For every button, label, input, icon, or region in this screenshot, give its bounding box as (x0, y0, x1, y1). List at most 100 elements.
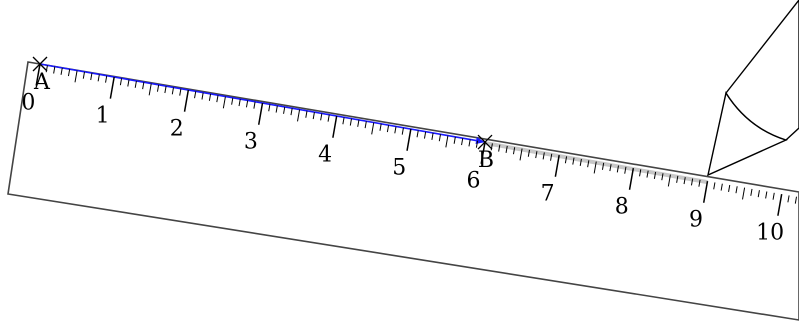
minor-tick (148, 83, 152, 96)
minor-tick (386, 125, 390, 133)
scale-label: 0 (21, 90, 35, 115)
pencil-icon (707, 0, 799, 177)
minor-tick (572, 157, 575, 165)
minor-tick (498, 144, 501, 152)
minor-tick (305, 110, 308, 118)
minor-tick (794, 196, 798, 204)
minor-tick (519, 148, 523, 161)
segment-arrowhead (475, 137, 486, 144)
minor-tick (542, 152, 545, 160)
scale-label: 2 (170, 116, 184, 141)
major-tick (554, 154, 560, 177)
major-tick (777, 193, 783, 216)
minor-tick (320, 113, 323, 121)
minor-tick (371, 122, 375, 135)
minor-tick (624, 166, 627, 174)
major-tick (628, 167, 635, 190)
minor-tick (683, 177, 686, 185)
minor-tick (127, 79, 130, 87)
minor-tick (119, 78, 123, 86)
minor-tick (156, 84, 160, 92)
minor-tick (290, 108, 293, 116)
minor-tick (164, 86, 167, 94)
minor-tick (283, 106, 286, 114)
scale-label: 5 (392, 155, 406, 180)
minor-tick (216, 95, 219, 103)
minor-tick (90, 73, 93, 81)
minor-tick (757, 190, 760, 198)
minor-tick (550, 153, 553, 161)
minor-tick (201, 92, 204, 100)
minor-tick (690, 178, 694, 186)
minor-tick (105, 75, 108, 83)
minor-tick (275, 105, 278, 113)
scale-label: 3 (244, 129, 258, 154)
minor-tick (579, 158, 582, 166)
minor-tick (676, 175, 679, 183)
minor-tick (765, 191, 768, 199)
minor-tick (357, 119, 360, 127)
scale-label: 4 (318, 142, 332, 167)
minor-tick (60, 67, 63, 75)
minor-tick (431, 132, 434, 140)
point-a-label: A (33, 70, 51, 95)
minor-tick (253, 101, 256, 109)
point-b-label: B (478, 148, 494, 173)
minor-tick (194, 91, 197, 99)
minor-tick (53, 66, 56, 74)
minor-tick (342, 117, 345, 125)
major-tick (332, 115, 338, 138)
minor-tick (438, 134, 441, 142)
ruler-ticks (35, 63, 798, 216)
minor-tick (401, 127, 404, 135)
minor-tick (609, 164, 612, 172)
minor-tick (208, 93, 212, 101)
minor-tick (416, 130, 419, 138)
minor-tick (171, 87, 174, 95)
ruler-body (7, 61, 799, 321)
segment-ab (39, 63, 480, 142)
scale-label: 7 (541, 182, 555, 207)
minor-tick (379, 123, 382, 131)
major-tick (35, 63, 41, 86)
minor-tick (74, 70, 78, 83)
minor-tick (67, 69, 71, 77)
scale-label: 9 (689, 208, 703, 233)
minor-tick (750, 188, 753, 196)
minor-tick (512, 147, 516, 155)
minor-tick (297, 109, 301, 122)
major-tick (183, 89, 190, 112)
minor-tick (601, 162, 605, 170)
minor-tick (349, 118, 352, 126)
minor-tick (179, 88, 182, 96)
minor-tick (587, 160, 590, 168)
minor-tick (653, 171, 657, 179)
minor-tick (82, 71, 85, 79)
minor-tick (661, 173, 664, 181)
minor-tick (142, 82, 145, 90)
major-tick (480, 141, 486, 164)
minor-tick (713, 182, 716, 190)
cross-mark-icon (477, 134, 493, 150)
major-tick (257, 102, 264, 125)
minor-tick (787, 195, 790, 203)
major-tick (406, 128, 412, 151)
minor-tick (134, 80, 137, 88)
minor-tick (468, 139, 471, 147)
minor-tick (639, 169, 642, 177)
scale-label: 8 (615, 195, 629, 220)
scale-label: 6 (466, 168, 480, 193)
minor-tick (461, 138, 464, 146)
minor-tick (505, 145, 508, 153)
minor-tick (238, 99, 241, 107)
minor-tick (667, 174, 671, 187)
minor-tick (728, 184, 731, 192)
minor-tick (535, 151, 538, 159)
minor-tick (97, 74, 100, 82)
scale-label: 1 (96, 103, 110, 128)
minor-tick (245, 100, 249, 108)
minor-tick (394, 126, 397, 134)
